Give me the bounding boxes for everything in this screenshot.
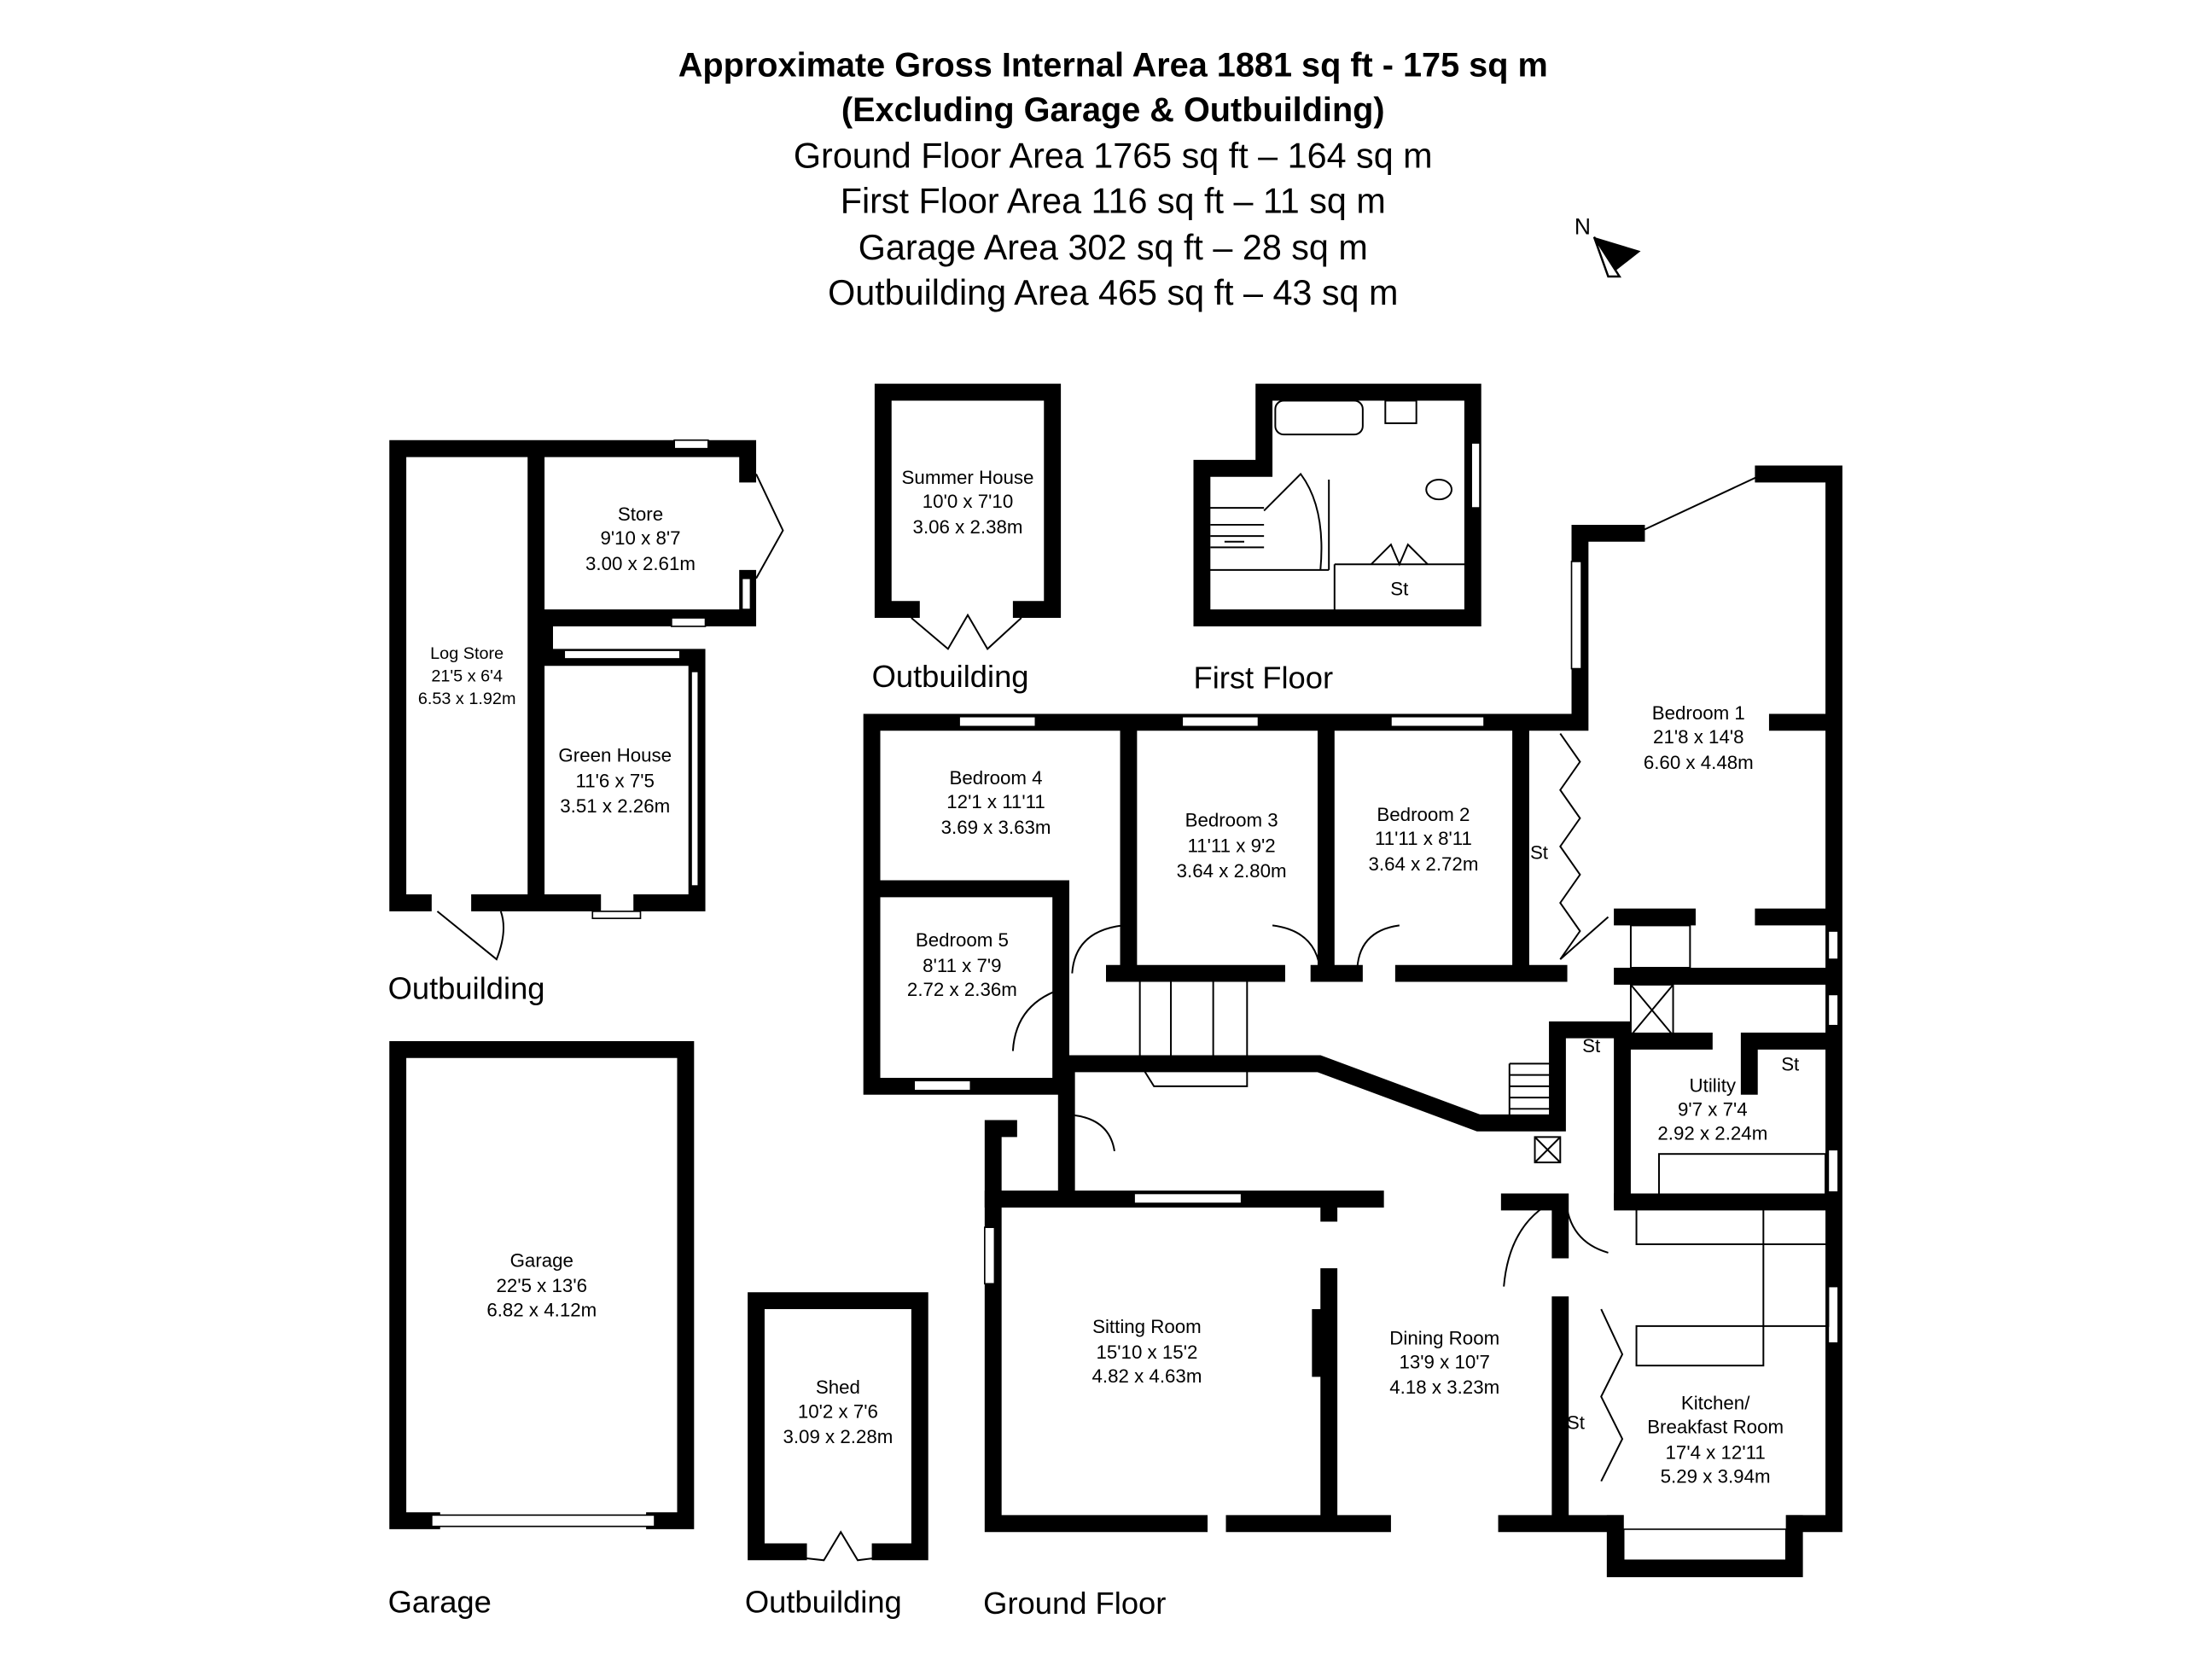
outbuilding-left-label: Outbuilding — [388, 970, 545, 1005]
kitchen-imperial: 17'4 x 12'11 — [1666, 1441, 1766, 1463]
bedroom-5-imperial: 8'11 x 7'9 — [923, 955, 1001, 976]
garage-plan — [389, 1040, 695, 1529]
store-metric: 3.00 x 2.61m — [585, 553, 696, 574]
sitting-room-imperial: 15'10 x 15'2 — [1097, 1342, 1198, 1363]
shed-metric: 3.09 x 2.28m — [783, 1426, 893, 1447]
store-imperial: 9'10 x 8'7 — [600, 527, 680, 549]
garage-imperial: 22'5 x 13'6 — [497, 1275, 587, 1296]
bedroom-4-name: Bedroom 4 — [950, 767, 1043, 789]
title-line-2: (Excluding Garage & Outbuilding) — [841, 91, 1385, 129]
kitchen-name-1: Kitchen/ — [1681, 1392, 1750, 1413]
summer-house-name: Summer House — [902, 467, 1034, 488]
log-store-name: Log Store — [430, 644, 504, 663]
log-store-metric: 6.53 x 1.92m — [418, 690, 516, 708]
summer-house-metric: 3.06 x 2.38m — [913, 516, 1023, 538]
bedroom-5-metric: 2.72 x 2.36m — [907, 979, 1017, 1000]
summer-house-plan — [874, 383, 1062, 650]
outbuilding-left-plan — [389, 439, 784, 961]
title-line-1: Approximate Gross Internal Area 1881 sq … — [678, 46, 1548, 84]
ground-floor-label: Ground Floor — [983, 1586, 1166, 1621]
kitchen-metric: 5.29 x 3.94m — [1661, 1465, 1771, 1487]
garage-metric: 6.82 x 4.12m — [486, 1299, 597, 1320]
shed-plan — [748, 1292, 928, 1562]
garage-label: Garage — [388, 1584, 492, 1619]
bedroom-1-imperial: 21'8 x 14'8 — [1653, 726, 1743, 748]
first-floor-plan — [1193, 383, 1481, 626]
green-house-name: Green House — [558, 745, 672, 766]
dining-room-name: Dining Room — [1389, 1327, 1499, 1348]
hall-st: St — [1582, 1035, 1601, 1057]
green-house-metric: 3.51 x 2.26m — [560, 795, 670, 817]
kitchen-st: St — [1567, 1412, 1586, 1434]
sitting-room-metric: 4.82 x 4.63m — [1091, 1365, 1202, 1387]
store-name: Store — [618, 504, 663, 525]
bedroom-3-name: Bedroom 3 — [1185, 810, 1278, 831]
dining-room-imperial: 13'9 x 10'7 — [1400, 1351, 1490, 1372]
bedroom-2-name: Bedroom 2 — [1377, 804, 1470, 825]
bedroom-1-st: St — [1530, 842, 1549, 864]
north-label: N — [1575, 213, 1591, 239]
dining-room-metric: 4.18 x 3.23m — [1389, 1377, 1499, 1398]
shed-name: Shed — [816, 1377, 860, 1398]
utility-st: St — [1781, 1054, 1800, 1075]
sitting-room-name: Sitting Room — [1092, 1316, 1202, 1337]
bedroom-1-name: Bedroom 1 — [1652, 702, 1745, 724]
garage-area: Garage Area 302 sq ft – 28 sq m — [859, 228, 1368, 267]
outbuilding-summer-label: Outbuilding — [872, 659, 1029, 694]
green-house-imperial: 11'6 x 7'5 — [576, 770, 655, 791]
ground-floor-area: Ground Floor Area 1765 sq ft – 164 sq m — [794, 137, 1433, 176]
bedroom-4-metric: 3.69 x 3.63m — [941, 817, 1051, 838]
first-floor-st: St — [1390, 579, 1409, 600]
outbuilding-shed-label: Outbuilding — [745, 1584, 902, 1619]
bedroom-3-imperial: 11'11 x 9'2 — [1188, 835, 1276, 856]
first-floor-label: First Floor — [1193, 661, 1333, 696]
garage-name: Garage — [510, 1249, 573, 1271]
bedroom-4-imperial: 12'1 x 11'11 — [946, 791, 1045, 812]
bedroom-3-metric: 3.64 x 2.80m — [1177, 860, 1287, 882]
ground-floor-plan — [863, 465, 1842, 1578]
bedroom-1-metric: 6.60 x 4.48m — [1644, 752, 1754, 773]
first-floor-area: First Floor Area 116 sq ft – 11 sq m — [841, 182, 1386, 221]
bedroom-2-imperial: 11'11 x 8'11 — [1375, 828, 1472, 849]
bedroom-5-name: Bedroom 5 — [916, 929, 1009, 951]
utility-name: Utility — [1690, 1074, 1737, 1096]
shed-imperial: 10'2 x 7'6 — [798, 1400, 878, 1422]
summer-house-imperial: 10'0 x 7'10 — [923, 491, 1013, 512]
bedroom-2-metric: 3.64 x 2.72m — [1368, 853, 1478, 875]
kitchen-name-2: Breakfast Room — [1647, 1417, 1784, 1438]
outbuilding-area: Outbuilding Area 465 sq ft – 43 sq m — [828, 273, 1398, 312]
north-arrow-icon: N — [1575, 213, 1641, 278]
utility-metric: 2.92 x 2.24m — [1657, 1123, 1767, 1144]
log-store-imperial: 21'5 x 6'4 — [431, 667, 503, 685]
utility-imperial: 9'7 x 7'4 — [1678, 1099, 1748, 1121]
